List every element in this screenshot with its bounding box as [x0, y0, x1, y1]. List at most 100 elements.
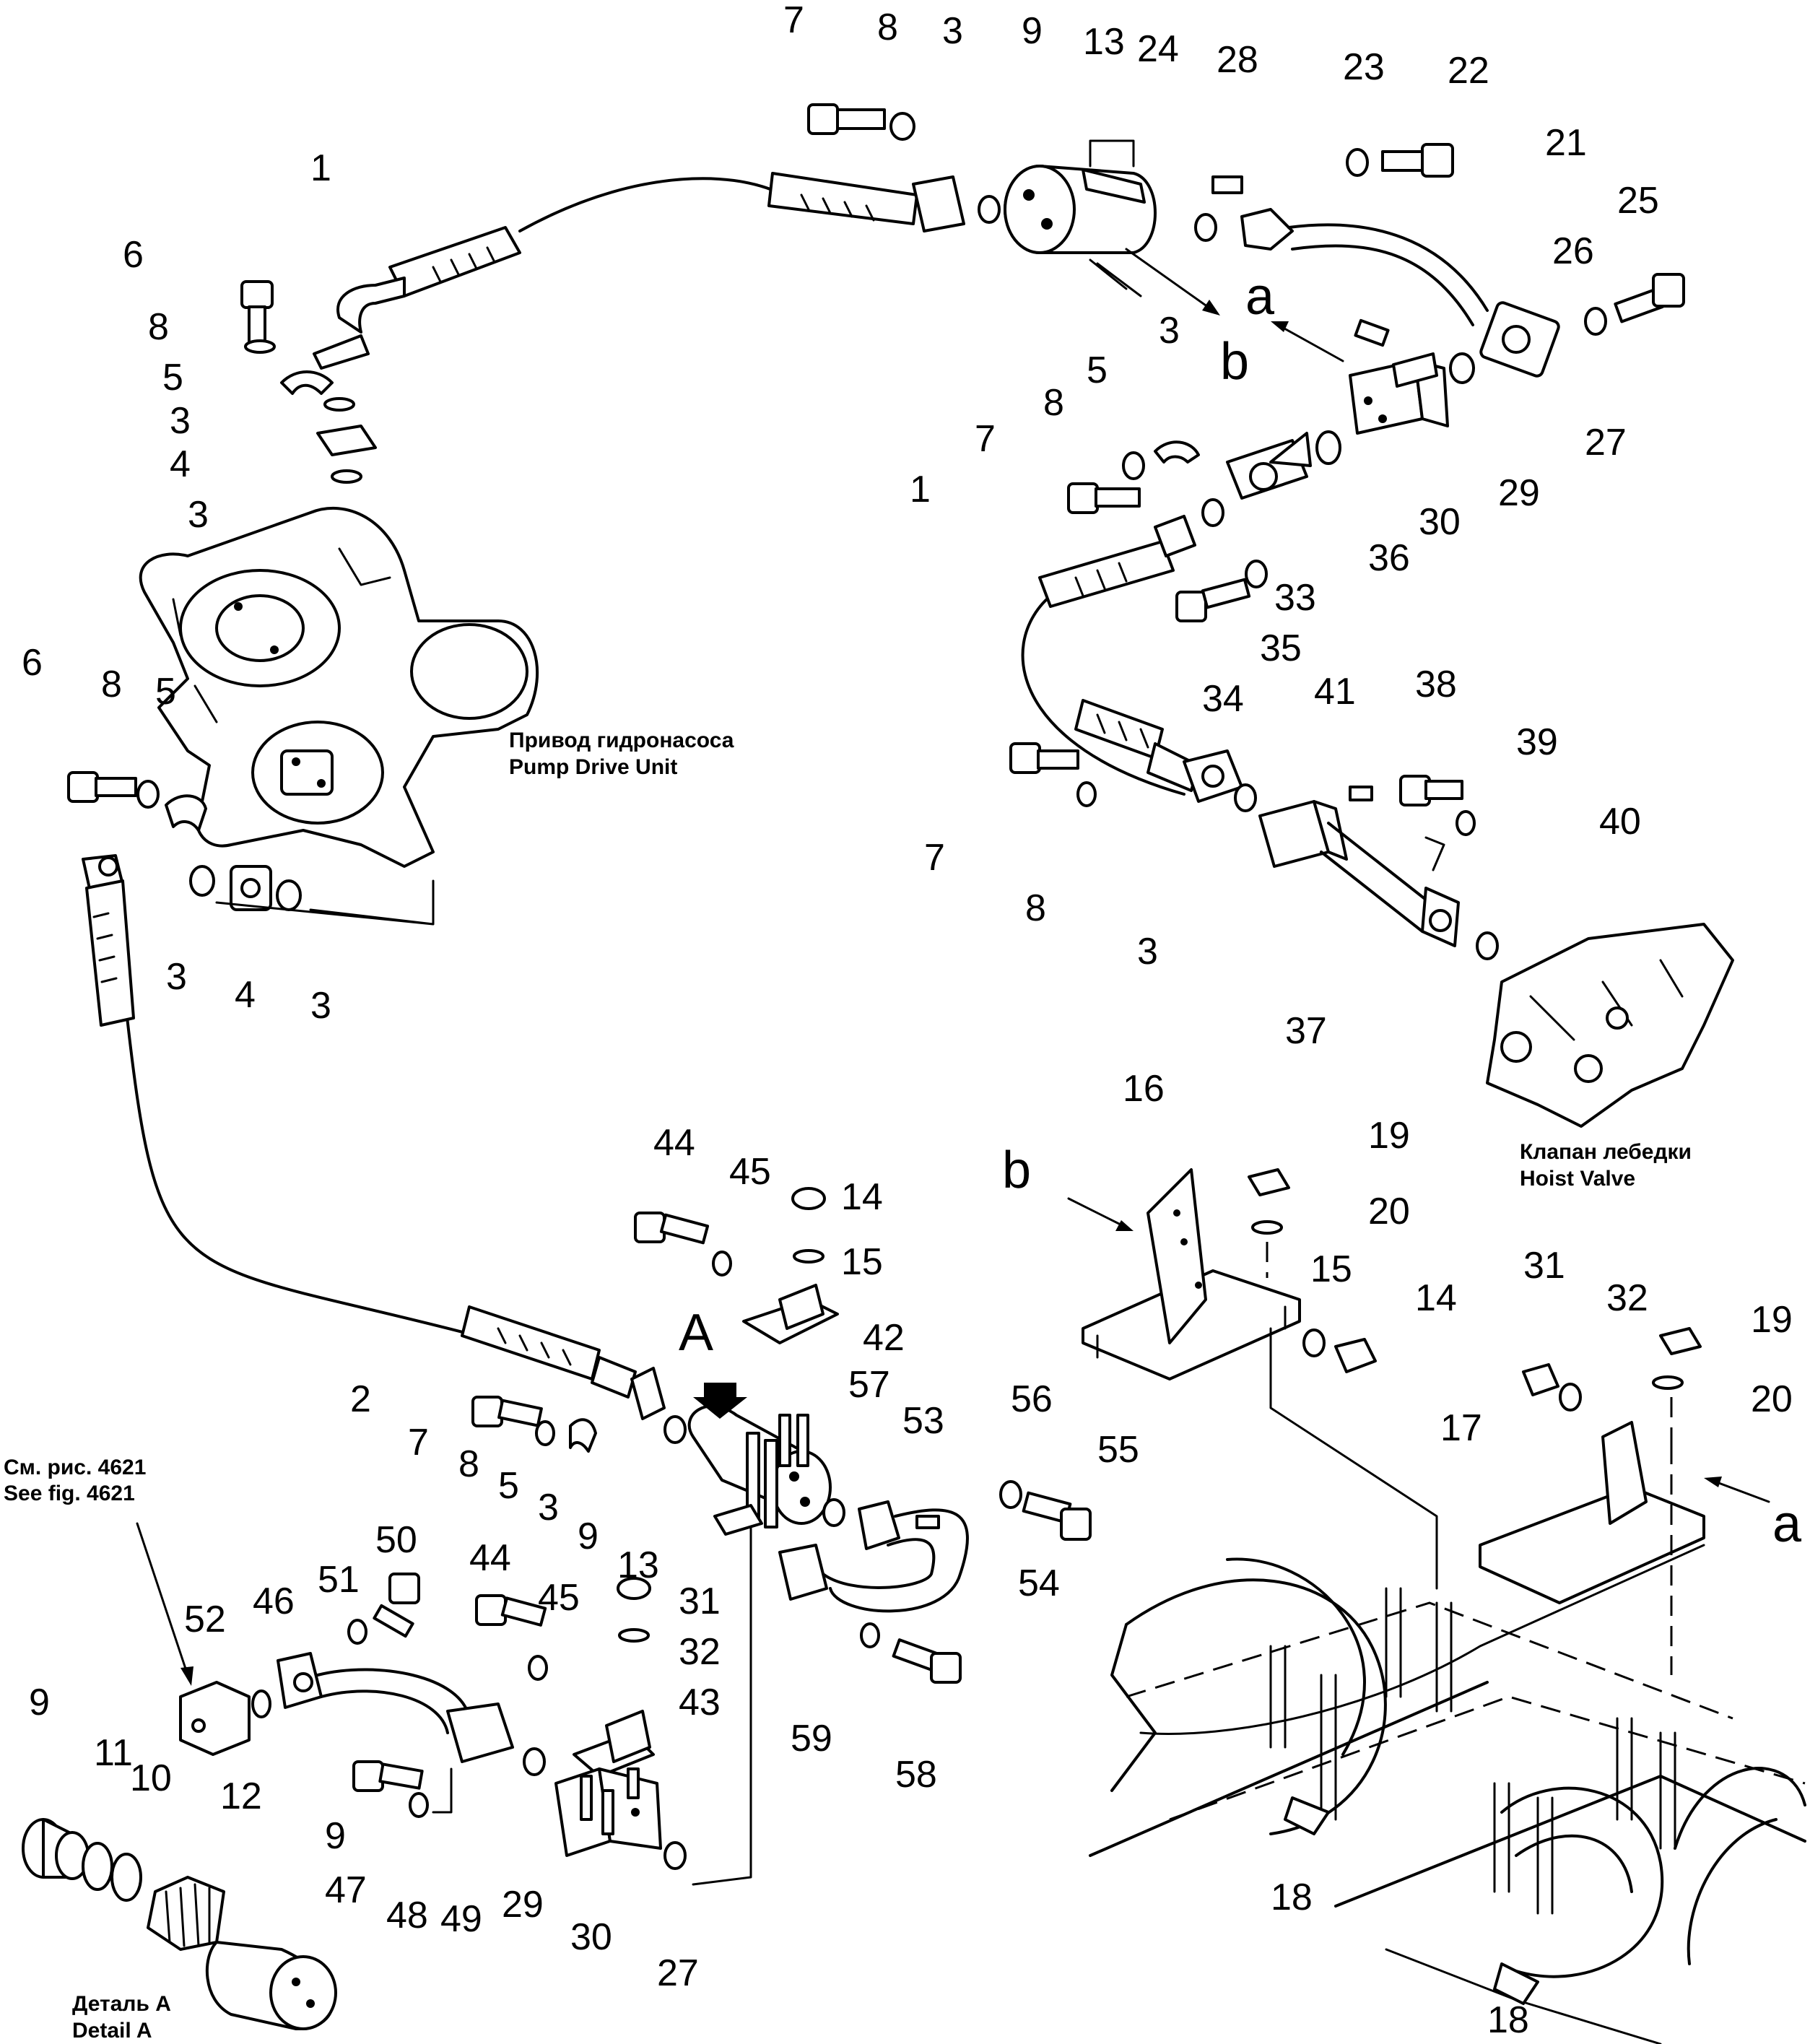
caption-pump-drive-ru: Привод гидронасоса — [509, 729, 734, 752]
hose-1-right — [1038, 430, 1341, 622]
callout-30: 30 — [570, 1916, 612, 1958]
view-letters: A a b b a — [679, 268, 1802, 1553]
callout-20: 20 — [1368, 1191, 1410, 1232]
callout-23: 23 — [1343, 46, 1385, 88]
callout-21: 21 — [1545, 122, 1587, 164]
callout-44: 44 — [653, 1122, 695, 1164]
callout-24: 24 — [1137, 28, 1179, 70]
callout-22: 22 — [1448, 50, 1489, 92]
callout-8: 8 — [877, 6, 898, 48]
callout-19: 19 — [1751, 1299, 1793, 1341]
callout-30: 30 — [1419, 501, 1461, 543]
callout-43: 43 — [679, 1682, 721, 1723]
hose-1-right-lower — [1009, 699, 1257, 812]
filter-9-lower — [687, 1383, 832, 1536]
left-fasteners-lower — [67, 771, 435, 926]
callout-8: 8 — [148, 306, 169, 348]
callout-45: 45 — [729, 1151, 771, 1193]
callout-58: 58 — [895, 1754, 937, 1796]
callout-56: 56 — [1011, 1378, 1053, 1420]
callout-47: 47 — [325, 1869, 367, 1911]
callout-59: 59 — [791, 1718, 832, 1760]
caption-hoist-valve-ru: Клапан лебедки — [1520, 1140, 1692, 1164]
callout-28: 28 — [1217, 39, 1258, 81]
callout-4: 4 — [170, 443, 191, 485]
callout-25: 25 — [1617, 180, 1659, 222]
callout-31: 31 — [1523, 1245, 1565, 1287]
callout-9: 9 — [29, 1682, 50, 1723]
captions: Привод гидронасоса Pump Drive Unit Клапа… — [4, 729, 1692, 2043]
view-letter-a-top: a — [1245, 268, 1275, 326]
callout-29: 29 — [1498, 472, 1540, 514]
hose-2 — [82, 854, 135, 1027]
callout-52: 52 — [184, 1599, 226, 1640]
callout-16: 16 — [1123, 1068, 1165, 1110]
callout-4: 4 — [235, 974, 256, 1016]
callout-37: 37 — [1285, 1010, 1327, 1052]
callout-49: 49 — [440, 1898, 482, 1940]
callout-48: 48 — [386, 1895, 428, 1936]
callout-8: 8 — [101, 664, 122, 705]
callout-6: 6 — [123, 234, 144, 276]
callout-50: 50 — [375, 1519, 417, 1561]
callout-15: 15 — [1310, 1248, 1352, 1290]
u-tube-53 — [778, 1480, 1092, 1684]
callout-13: 13 — [1083, 21, 1125, 63]
callout-3: 3 — [170, 400, 191, 442]
callout-18: 18 — [1271, 1876, 1313, 1918]
view-letter-A: A — [679, 1304, 713, 1362]
pump-drive-unit — [139, 506, 539, 868]
callout-11: 11 — [94, 1732, 133, 1774]
callout-44: 44 — [469, 1537, 511, 1579]
callout-8: 8 — [458, 1443, 479, 1485]
callout-26: 26 — [1552, 230, 1594, 272]
view-letter-b-bracket: b — [1002, 1141, 1031, 1199]
filter-9-top — [1004, 165, 1157, 297]
view-letter-b-top: b — [1220, 333, 1249, 391]
caption-see-fig-en: See fig. 4621 — [4, 1482, 135, 1505]
callout-36: 36 — [1368, 537, 1410, 579]
callout-57: 57 — [848, 1364, 890, 1406]
caption-hoist-valve-en: Hoist Valve — [1520, 1167, 1635, 1191]
callout-40: 40 — [1599, 801, 1641, 843]
callout-9: 9 — [1022, 10, 1043, 52]
callout-9: 9 — [578, 1515, 599, 1557]
pipe-46 — [179, 1573, 514, 1814]
callout-39: 39 — [1516, 721, 1558, 763]
callout-41: 41 — [1314, 671, 1356, 713]
callout-55: 55 — [1097, 1429, 1139, 1471]
callout-8: 8 — [1025, 887, 1046, 929]
callout-3: 3 — [1137, 931, 1158, 973]
bracket-43 — [475, 1577, 655, 1778]
callout-27: 27 — [1585, 422, 1627, 464]
view-letter-a-bracket: a — [1772, 1495, 1802, 1553]
callout-5: 5 — [498, 1465, 519, 1507]
machine-frame — [1089, 1327, 1806, 2044]
callout-3: 3 — [166, 956, 187, 998]
callout-33: 33 — [1274, 577, 1316, 619]
callout-7: 7 — [924, 837, 945, 879]
callout-1: 1 — [910, 469, 931, 510]
block-29-30-top — [1349, 318, 1449, 435]
callout-54: 54 — [1018, 1562, 1060, 1604]
callout-2: 2 — [350, 1378, 371, 1420]
callout-9: 9 — [325, 1815, 346, 1857]
callout-7: 7 — [783, 0, 804, 41]
block-29-30-lower — [352, 1747, 687, 1870]
callout-29: 29 — [502, 1884, 544, 1926]
callout-46: 46 — [253, 1580, 295, 1622]
callout-14: 14 — [841, 1176, 883, 1218]
callout-17: 17 — [1440, 1407, 1482, 1449]
callout-3: 3 — [942, 10, 963, 52]
callout-5: 5 — [1087, 349, 1108, 391]
caption-detail-ru: Деталь А — [72, 1992, 171, 2016]
callout-27: 27 — [657, 1952, 699, 1994]
detail-a-parts — [22, 1818, 337, 2030]
callout-13: 13 — [617, 1544, 659, 1586]
callout-5: 5 — [162, 357, 183, 399]
fasteners — [240, 103, 1685, 484]
callout-45: 45 — [538, 1577, 580, 1619]
callout-15: 15 — [841, 1241, 883, 1283]
callout-12: 12 — [220, 1775, 262, 1817]
